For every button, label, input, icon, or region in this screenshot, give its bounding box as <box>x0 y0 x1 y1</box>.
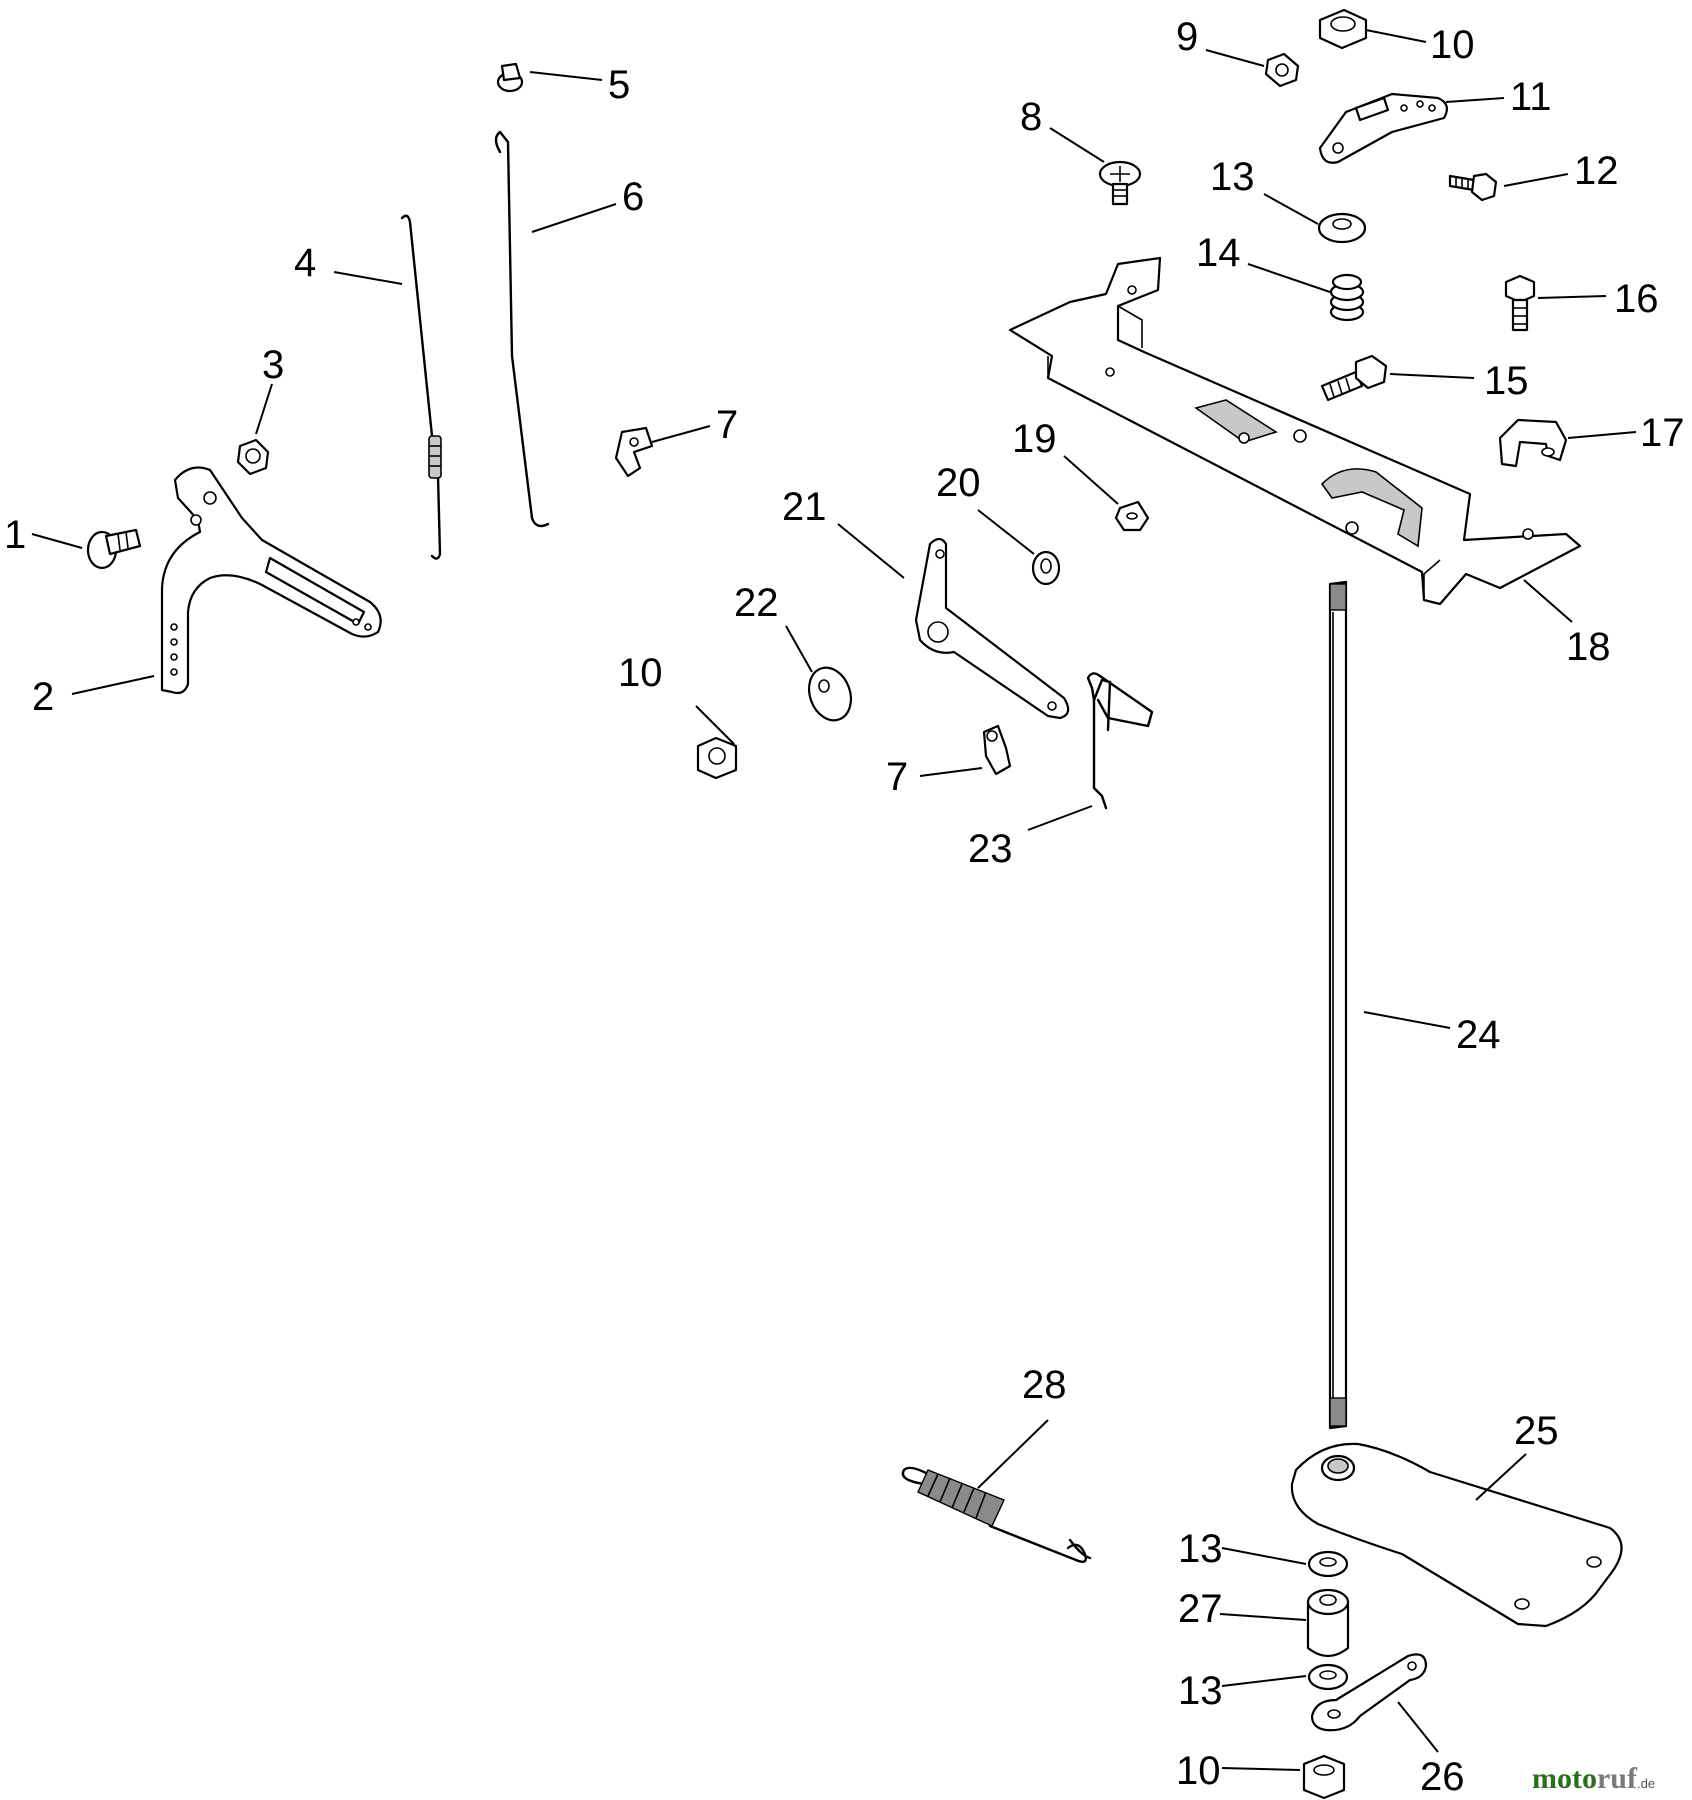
part-27-spacer <box>1306 1588 1350 1658</box>
callout-9: 9 <box>1176 15 1198 59</box>
part-20-washer <box>1031 550 1061 586</box>
part-26-lever-arm <box>1310 1653 1428 1732</box>
callout-17: 17 <box>1640 411 1685 455</box>
callout-10-bottom: 10 <box>1176 1749 1221 1793</box>
part-13-washer-mid <box>1307 1550 1349 1578</box>
callout-15: 15 <box>1484 359 1529 403</box>
part-5-screw <box>496 62 524 93</box>
part-9-nut <box>1264 52 1300 88</box>
callout-4: 4 <box>294 241 316 285</box>
part-10-nut-mid <box>696 736 738 780</box>
callout-28: 28 <box>1022 1363 1067 1407</box>
part-11-lever-plate <box>1318 92 1449 164</box>
part-22-flat-washer <box>807 666 853 722</box>
part-25-lower-plate <box>1290 1442 1623 1628</box>
part-8-screw <box>1098 160 1142 206</box>
watermark-logo: motoruf.de <box>1532 1762 1655 1795</box>
part-13-washer-top <box>1317 212 1367 244</box>
callout-25: 25 <box>1514 1409 1559 1453</box>
leader-lines <box>31 29 1637 1771</box>
svg-text:motoruf.de: motoruf.de <box>1532 1762 1655 1795</box>
part-24-rod <box>1328 580 1348 1430</box>
callout-7-top: 7 <box>716 403 738 447</box>
callout-13-low: 13 <box>1178 1669 1223 1713</box>
callout-3: 3 <box>262 343 284 387</box>
part-13-washer-low <box>1307 1663 1349 1691</box>
part-6-rod <box>494 130 550 528</box>
callout-19: 19 <box>1012 417 1057 461</box>
part-16-bolt <box>1504 274 1536 332</box>
callout-10-top: 10 <box>1430 23 1475 67</box>
part-17-clip <box>1498 418 1568 468</box>
part-7-clip-b <box>982 724 1012 776</box>
watermark-part2: ruf <box>1597 1762 1638 1795</box>
callout-24: 24 <box>1456 1013 1501 1057</box>
part-14-spring <box>1329 273 1365 322</box>
callout-16: 16 <box>1614 277 1659 321</box>
callout-8: 8 <box>1020 95 1042 139</box>
callout-7-bottom: 7 <box>886 755 908 799</box>
callout-12: 12 <box>1574 149 1619 193</box>
callout-10-mid: 10 <box>618 651 663 695</box>
part-15-bolt <box>1320 354 1388 402</box>
part-19-square-nut <box>1114 500 1150 532</box>
part-2-bracket <box>160 466 382 695</box>
callout-21: 21 <box>782 485 827 529</box>
callout-27: 27 <box>1178 1587 1223 1631</box>
callout-23: 23 <box>968 827 1013 871</box>
part-7-clip <box>614 426 654 478</box>
callout-2: 2 <box>32 675 54 719</box>
part-10-nut-bottom <box>1302 1754 1346 1800</box>
callout-14: 14 <box>1196 231 1241 275</box>
callout-5: 5 <box>608 63 630 107</box>
part-21-bell-crank <box>914 537 1070 720</box>
callout-1: 1 <box>4 513 26 557</box>
callout-6: 6 <box>622 175 644 219</box>
part-10-nut-top <box>1318 8 1368 50</box>
part-12-bolt <box>1448 172 1498 202</box>
callout-18: 18 <box>1566 625 1611 669</box>
part-1-bolt <box>86 528 142 570</box>
callout-26: 26 <box>1420 1755 1465 1799</box>
part-4-spring-wire <box>400 214 442 560</box>
callout-13-mid: 13 <box>1178 1527 1223 1571</box>
part-23-wire-link <box>1086 672 1154 810</box>
callout-labels: 1 2 3 4 5 6 7 7 8 9 10 10 10 11 12 13 13… <box>4 15 1685 1799</box>
watermark-part1: moto <box>1532 1762 1597 1795</box>
callout-11: 11 <box>1510 75 1552 119</box>
callout-13-top: 13 <box>1210 155 1255 199</box>
part-3-nut <box>236 438 270 476</box>
part-18-bracket-plate <box>1008 256 1582 606</box>
callout-20: 20 <box>936 461 981 505</box>
part-28-extension-spring <box>901 1466 1092 1563</box>
watermark-suffix: .de <box>1637 1776 1655 1791</box>
callout-22: 22 <box>734 581 779 625</box>
